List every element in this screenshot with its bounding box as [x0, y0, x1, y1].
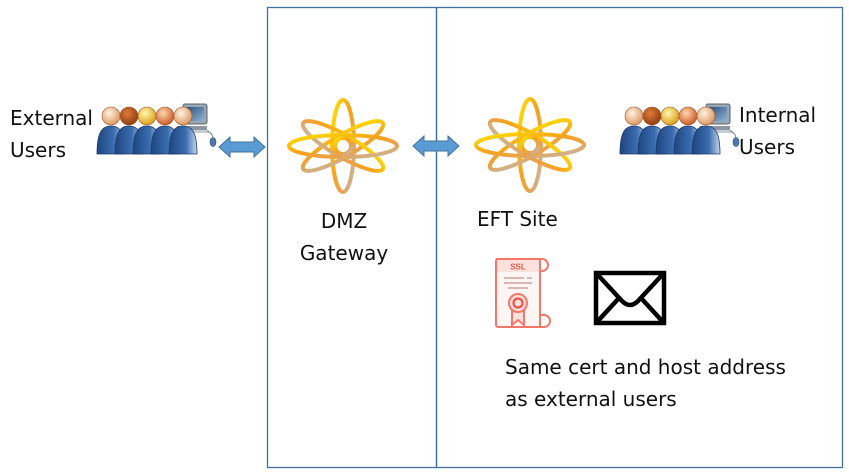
external-users-label: External Users — [10, 102, 93, 166]
external-users-label-line2: Users — [10, 138, 67, 162]
dmz-gateway-label-line1: DMZ — [320, 209, 368, 233]
external-users-label-line1: External — [10, 106, 93, 130]
eft-site-label: EFT Site — [477, 203, 558, 235]
cert-note-line1: Same cert and host address — [505, 355, 786, 379]
cert-note-label: Same cert and host address as external u… — [505, 351, 786, 415]
ssl-certificate-icon: SSL — [495, 258, 551, 328]
external-users-icon — [96, 103, 217, 155]
internal-users-label-line1: Internal — [739, 103, 817, 127]
internal-users-label-line2: Users — [739, 135, 796, 159]
dmz-gateway-label: DMZ Gateway — [270, 205, 418, 269]
dmz-gateway-label-line2: Gateway — [299, 241, 389, 265]
internal-zone-box — [435, 6, 844, 469]
eft-site-atom-icon — [474, 97, 586, 193]
envelope-icon — [593, 270, 667, 326]
eft-site-label-text: EFT Site — [477, 207, 558, 231]
ssl-badge-text: SSL — [510, 263, 526, 272]
double-arrow-icon — [218, 136, 266, 158]
internal-users-icon — [619, 103, 740, 155]
dmz-gateway-atom-icon — [287, 98, 399, 194]
cert-note-line2: as external users — [505, 387, 677, 411]
internal-users-label: Internal Users — [739, 99, 816, 163]
